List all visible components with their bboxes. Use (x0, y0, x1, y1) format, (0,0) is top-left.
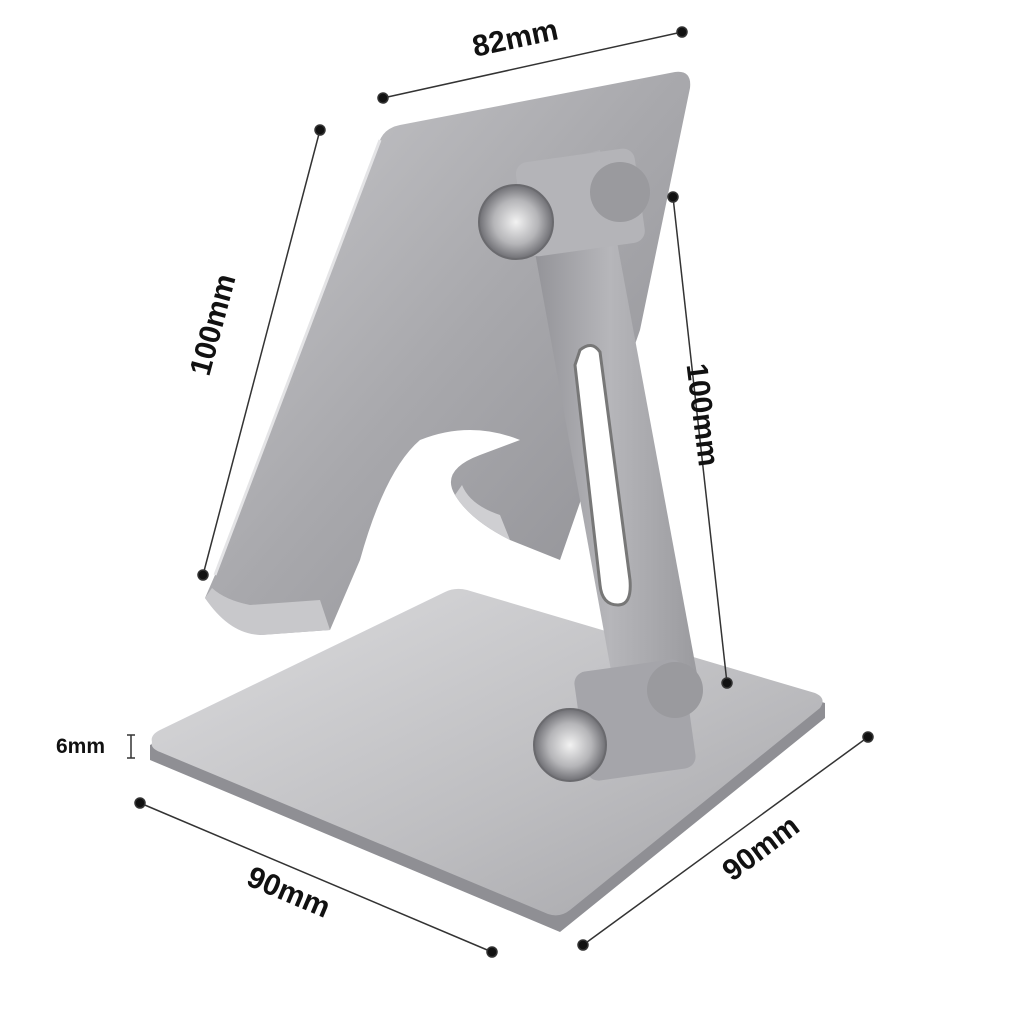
dimension-line-base-depth (134, 797, 498, 958)
hinge-knob-bottom (533, 662, 703, 782)
label-thickness: 6mm (56, 735, 106, 758)
dimension-line-thickness (127, 734, 135, 759)
dimension-line-arm-height (667, 191, 733, 689)
hinge-knob-top (478, 162, 650, 260)
dimension-line-base-width (577, 731, 874, 951)
dimension-line-plate-height (197, 124, 326, 581)
dimension-line-top-width (377, 26, 688, 104)
